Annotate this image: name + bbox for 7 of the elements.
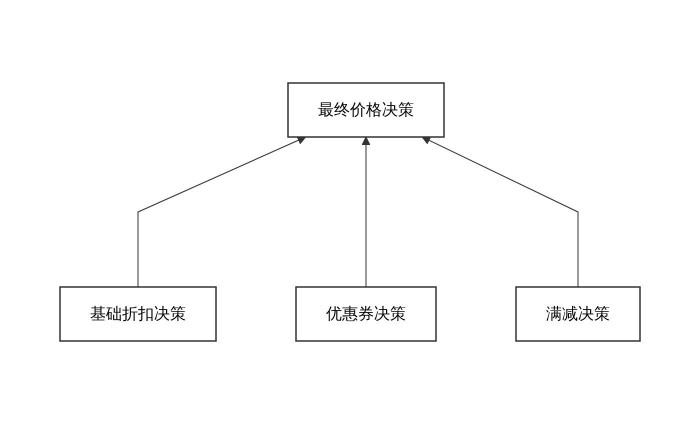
arrow [361, 136, 370, 288]
node-box: 满减决策 [514, 286, 640, 342]
arrow [137, 136, 306, 288]
arrow [421, 136, 578, 288]
node-box: 优惠券决策 [294, 286, 436, 342]
node-box: 最终价格决策 [286, 82, 444, 138]
node-box: 基础折扣决策 [58, 286, 216, 342]
